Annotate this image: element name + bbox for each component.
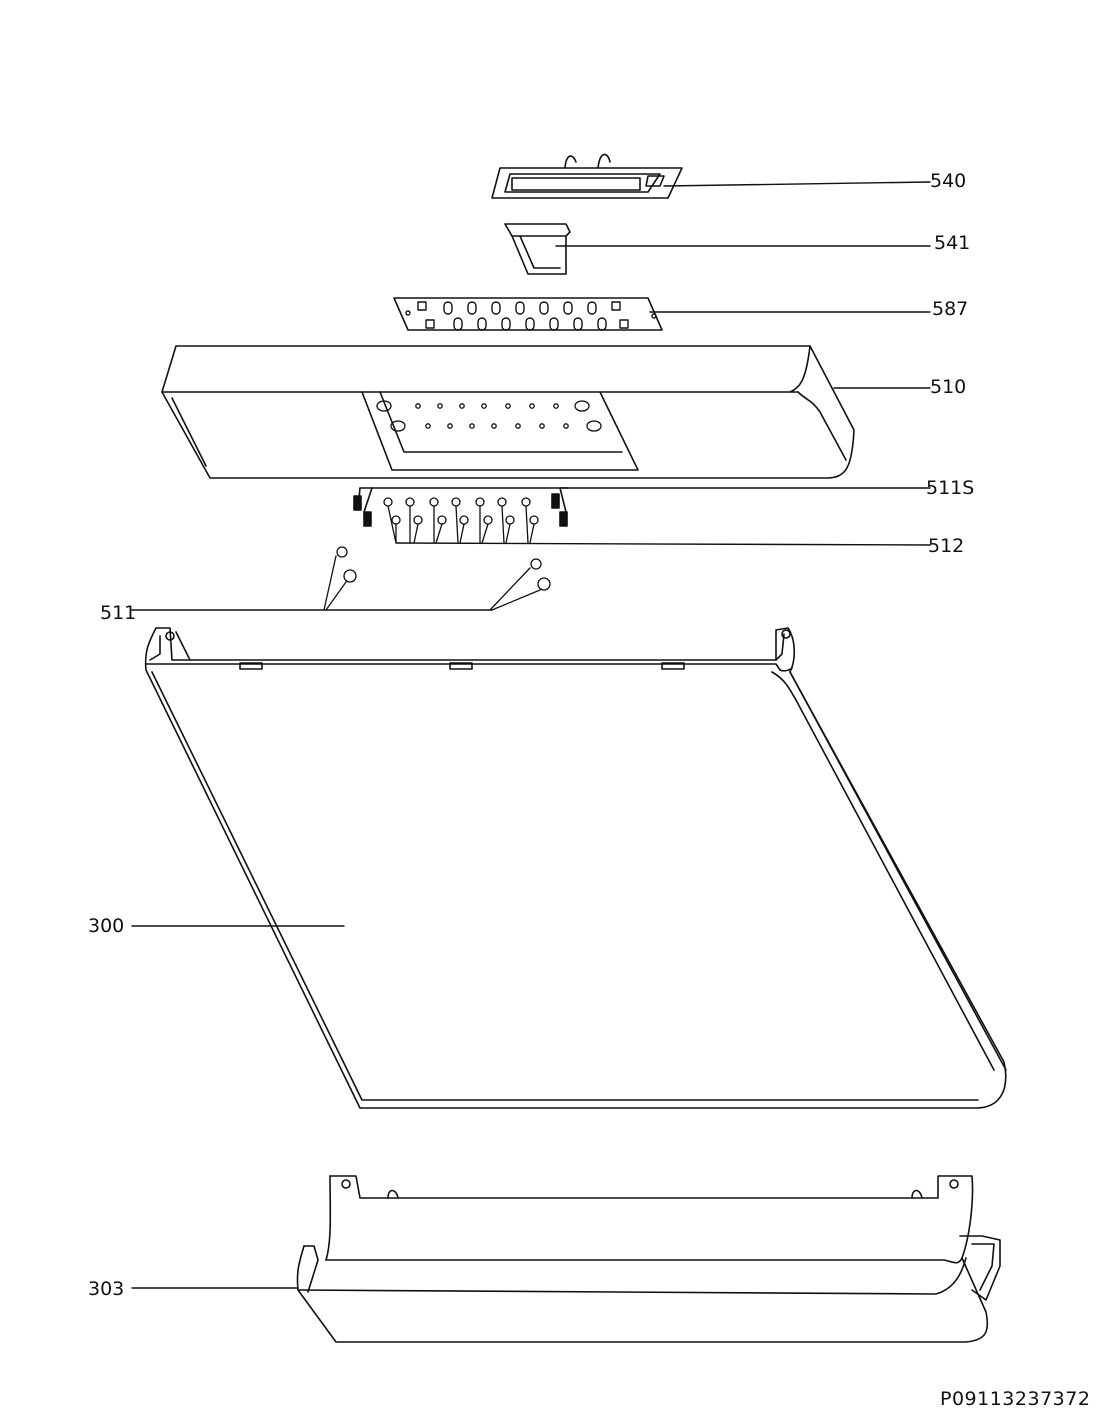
callout-511: 511: [100, 602, 137, 624]
part-303-trim: [296, 1175, 1001, 1343]
callout-512: 512: [928, 535, 965, 557]
callout-541: 541: [934, 232, 971, 254]
callout-511S: 511S: [926, 477, 975, 499]
part-300-door: [144, 627, 1007, 1109]
callout-587: 587: [932, 298, 969, 320]
document-number: P09113237372: [940, 1388, 1091, 1410]
part-511-clips: [323, 546, 551, 611]
part-540-bracket: [491, 153, 683, 199]
part-541-connector: [504, 223, 571, 275]
part-510-panel: [161, 345, 855, 479]
part-512-buttons: [383, 497, 539, 544]
callout-510: 510: [930, 376, 967, 398]
callout-300: 300: [88, 915, 125, 937]
callout-303: 303: [88, 1278, 125, 1300]
part-511S-springs: [353, 487, 569, 527]
callout-540: 540: [930, 170, 967, 192]
part-587-pcb: [393, 297, 663, 331]
leader-lines: [131, 181, 931, 1289]
